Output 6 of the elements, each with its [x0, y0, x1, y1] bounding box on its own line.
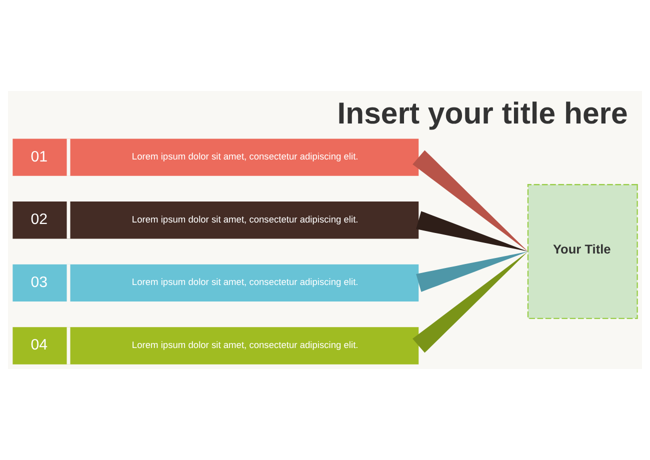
- diagram-title: Insert your title here: [337, 97, 628, 130]
- connector: [416, 211, 528, 252]
- connector: [416, 252, 528, 292]
- node-box: Your Title: [527, 184, 638, 319]
- connector: [412, 252, 528, 353]
- connector: [412, 150, 528, 252]
